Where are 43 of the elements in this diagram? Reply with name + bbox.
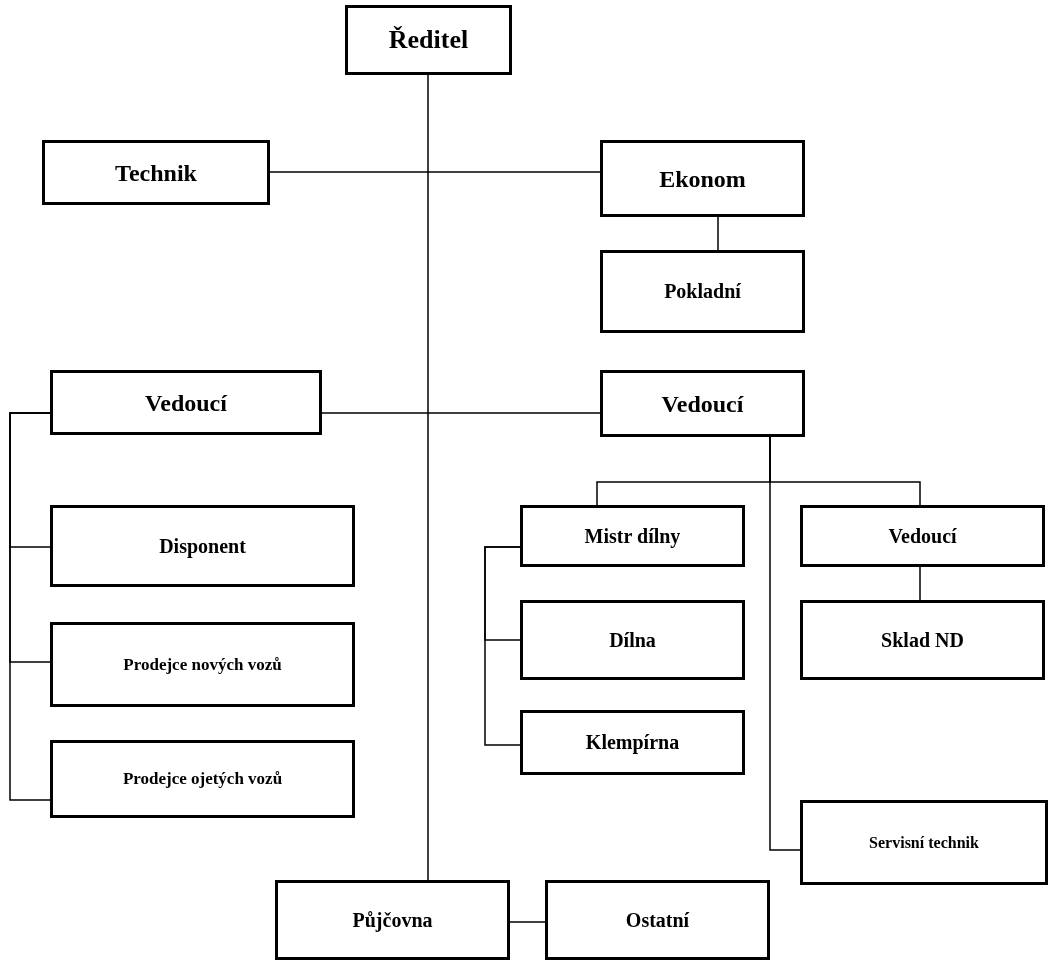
org-box [50, 370, 322, 435]
role-label: Servisní technik [869, 832, 979, 853]
role-label: Vedoucí [661, 389, 744, 419]
org-box [50, 505, 355, 587]
role-label: Prodejce nových vozů [123, 653, 282, 676]
role-label: Disponent [159, 533, 246, 559]
connector-line [717, 216, 719, 251]
role-label: Ekonom [659, 164, 746, 194]
role-label: Půjčovna [352, 907, 433, 933]
connector-line [9, 412, 51, 801]
role-label: Vedoucí [145, 388, 227, 418]
role-label: Pokladní [664, 279, 741, 304]
org-box [42, 140, 270, 205]
connector-line [427, 74, 429, 881]
org-box [800, 505, 1045, 567]
role-label: Sklad ND [881, 627, 964, 653]
connector-line [269, 171, 601, 173]
org-box [600, 140, 805, 217]
org-box [800, 800, 1048, 885]
org-box [50, 622, 355, 707]
org-box [50, 740, 355, 818]
org-box [600, 250, 805, 333]
role-label: Klempírna [585, 730, 680, 755]
org-box [520, 710, 745, 775]
connector-line [919, 566, 921, 601]
connector-line [484, 546, 521, 746]
org-box [545, 880, 770, 960]
role-label: Mistr dílny [584, 523, 681, 549]
role-label: Ostatní [625, 907, 690, 933]
connector-line [509, 921, 546, 923]
org-box [345, 5, 512, 75]
role-label: Ředitel [388, 23, 469, 56]
org-box [520, 600, 745, 680]
role-label: Technik [115, 158, 197, 188]
connector-line [769, 436, 801, 851]
org-box [275, 880, 510, 960]
connector-line [321, 412, 601, 414]
org-box [600, 370, 805, 437]
role-label: Prodejce ojetých vozů [122, 768, 283, 790]
org-box [800, 600, 1045, 680]
role-label: Dílna [609, 627, 656, 653]
role-label: Vedoucí [888, 523, 957, 549]
org-box [520, 505, 745, 567]
